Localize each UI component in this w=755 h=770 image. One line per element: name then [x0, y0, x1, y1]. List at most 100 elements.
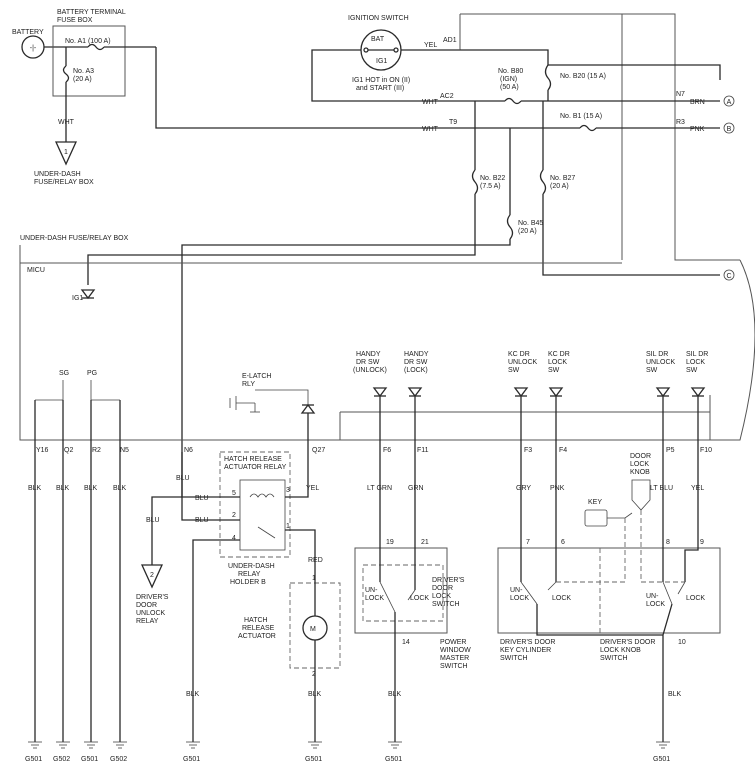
svg-text:1: 1: [312, 575, 316, 582]
svg-text:LT BLU: LT BLU: [650, 485, 673, 492]
svg-text:G501: G501: [183, 756, 200, 763]
svg-text:21: 21: [421, 539, 429, 546]
fuse-b80-label-1: No. B80: [498, 68, 523, 75]
hr-relay-1: HATCH RELEASE: [224, 456, 282, 463]
svg-text:DRIVER'S DOOR: DRIVER'S DOOR: [600, 639, 655, 646]
ign-note-1: IG1 HOT in ON (II): [352, 77, 410, 84]
svg-text:LOCK: LOCK: [410, 595, 429, 602]
svg-text:PNK: PNK: [550, 485, 565, 492]
wire-pnk: PNK: [690, 126, 705, 133]
sg-label: SG: [59, 370, 69, 377]
fuse-b1: [579, 124, 597, 132]
svg-text:DRIVER'S: DRIVER'S: [136, 594, 169, 601]
svg-text:N5: N5: [120, 447, 129, 454]
svg-text:Q27: Q27: [312, 447, 325, 454]
svg-text:G502: G502: [110, 756, 127, 763]
fuse-b80-label-3: (50 A): [500, 84, 519, 91]
svg-text:G501: G501: [81, 756, 98, 763]
svg-text:KNOB: KNOB: [630, 469, 650, 476]
svg-text:HANDY: HANDY: [356, 351, 381, 358]
svg-text:6: 6: [561, 539, 565, 546]
fuse-a3-label-2: (20 A): [73, 76, 92, 83]
pg-label: PG: [87, 370, 97, 377]
svg-text:R2: R2: [92, 447, 101, 454]
fuse-b45-label-1: No. B45: [518, 220, 543, 227]
svg-text:YEL: YEL: [306, 485, 319, 492]
svg-text:5: 5: [232, 490, 236, 497]
wire-wht-2: WHT: [422, 99, 439, 106]
connector-b: [723, 122, 735, 134]
wire-blk-act: BLK: [308, 691, 322, 698]
ref-udfb-2: FUSE/RELAY BOX: [34, 179, 94, 186]
conn-b: B: [727, 126, 732, 133]
svg-text:F3: F3: [524, 447, 532, 454]
wire-wht-3: WHT: [422, 126, 439, 133]
battery-symbol-text: -|-: [30, 45, 37, 52]
svg-text:BLU: BLU: [176, 475, 190, 482]
wire-wht-a3: WHT: [58, 119, 75, 126]
udfb-title: UNDER-DASH FUSE/RELAY BOX: [20, 235, 129, 242]
svg-text:LOCK: LOCK: [630, 461, 649, 468]
svg-text:UNLOCK: UNLOCK: [508, 359, 538, 366]
svg-text:MASTER: MASTER: [440, 655, 469, 662]
wire-blk-relay: BLK: [186, 691, 200, 698]
svg-text:ACTUATOR: ACTUATOR: [238, 633, 276, 640]
svg-text:F4: F4: [559, 447, 567, 454]
svg-text:SW: SW: [686, 367, 698, 374]
elatch-label-2: RLY: [242, 381, 255, 388]
under-dash-relay-holder-b: [219, 451, 291, 558]
fuse-a3-label-1: No. A3: [73, 68, 94, 75]
conn-c: C: [726, 273, 731, 280]
svg-text:F6: F6: [383, 447, 391, 454]
svg-text:BLK: BLK: [28, 485, 42, 492]
svg-text:LOCK: LOCK: [365, 595, 384, 602]
svg-text:(LOCK): (LOCK): [404, 367, 428, 374]
svg-text:G501: G501: [25, 756, 42, 763]
svg-text:N6: N6: [184, 447, 193, 454]
svg-text:SWITCH: SWITCH: [440, 663, 468, 670]
svg-text:19: 19: [386, 539, 394, 546]
svg-text:LOCK: LOCK: [686, 359, 705, 366]
svg-text:F11: F11: [417, 447, 429, 454]
ref-udfb-1: UNDER-DASH: [34, 171, 81, 178]
svg-text:G501: G501: [305, 756, 322, 763]
switch-labels: HANDY DR SW (UNLOCK) HANDY DR SW (LOCK) …: [353, 351, 708, 374]
wire-yel-ign: YEL: [424, 42, 437, 49]
drivers-door-unlock-relay-ref: [140, 564, 164, 589]
svg-text:RELEASE: RELEASE: [242, 625, 275, 632]
svg-text:GRY: GRY: [516, 485, 531, 492]
svg-text:LOCK: LOCK: [432, 593, 451, 600]
svg-text:SW: SW: [548, 367, 560, 374]
fuse-b1-label: No. B1 (15 A): [560, 113, 602, 120]
wire-blk-knob: BLK: [668, 691, 682, 698]
svg-text:LOCK KNOB: LOCK KNOB: [600, 647, 641, 654]
battery-label: BATTERY: [12, 29, 44, 36]
svg-text:KC DR: KC DR: [508, 351, 530, 358]
svg-text:Q2: Q2: [64, 447, 73, 454]
svg-text:SW: SW: [646, 367, 658, 374]
svg-text:P5: P5: [666, 447, 675, 454]
svg-text:UN-: UN-: [646, 593, 659, 600]
svg-text:F10: F10: [700, 447, 712, 454]
term-r3: R3: [676, 119, 685, 126]
svg-text:LOCK: LOCK: [686, 595, 705, 602]
svg-text:BLK: BLK: [56, 485, 70, 492]
svg-text:KC DR: KC DR: [548, 351, 570, 358]
fuse-b20-label: No. B20 (15 A): [560, 73, 606, 80]
svg-text:UN-: UN-: [510, 587, 523, 594]
fuse-a1-label: No. A1 (100 A): [65, 38, 111, 45]
fuse-b27-label-1: No. B27: [550, 175, 575, 182]
svg-text:8: 8: [666, 539, 670, 546]
key-icon: [584, 509, 608, 527]
svg-text:RELAY: RELAY: [136, 618, 159, 625]
fuse-b22-label-2: (7.5 A): [480, 183, 501, 190]
door-lock-knob-icon: [631, 479, 651, 511]
svg-text:DOOR: DOOR: [630, 453, 651, 460]
svg-text:2: 2: [232, 512, 236, 519]
connector-a: [723, 95, 735, 107]
svg-text:SWITCH: SWITCH: [432, 601, 460, 608]
fuse-b80: [504, 97, 522, 105]
micu-ig1: IG1: [72, 295, 83, 302]
svg-text:LOCK: LOCK: [646, 601, 665, 608]
svg-text:WINDOW: WINDOW: [440, 647, 471, 654]
